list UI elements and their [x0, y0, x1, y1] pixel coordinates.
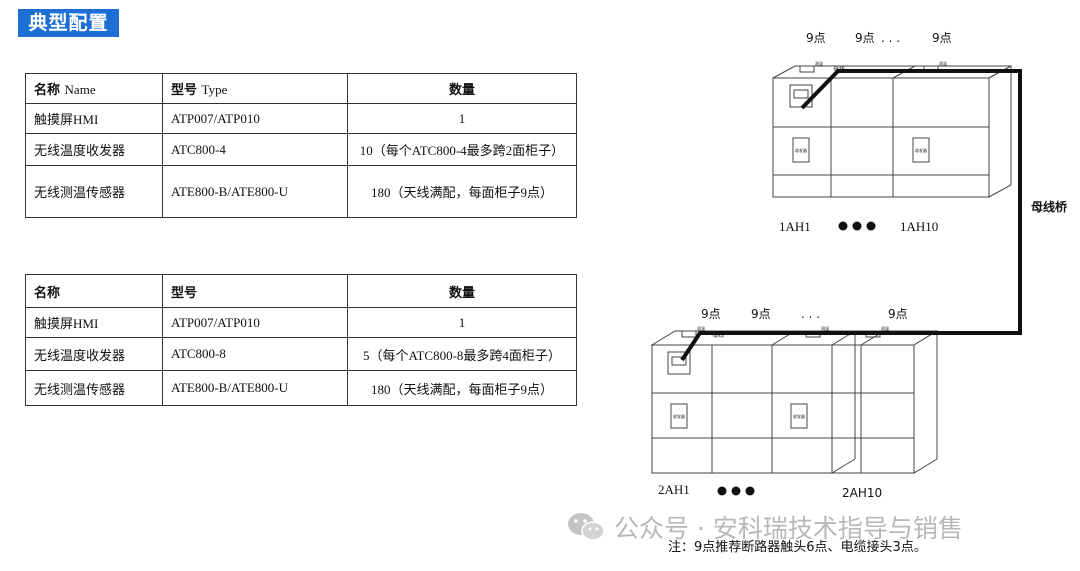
tag-label: 测温 — [697, 325, 705, 331]
table-row: 无线测温传感器 ATE800-B/ATE800-U 180（天线满配，每面柜子9… — [25, 165, 577, 218]
config-table-1: 名称 Name 型号 Type 数量 触摸屏HMI ATP007/ATP010 … — [25, 73, 577, 218]
cell-name: 无线测温传感器 — [25, 370, 163, 406]
table-row: 无线温度收发器 ATC800-8 5（每个ATC800-8最多跨4面柜子） — [25, 337, 577, 371]
point-label: 9点 — [932, 31, 952, 45]
cell-name: 无线测温传感器 — [25, 165, 163, 218]
tag-label: 测温 — [821, 325, 829, 331]
cabinet-label: 1AH10 — [900, 219, 938, 234]
table-header-row: 名称 Name 型号 Type 数量 — [25, 73, 577, 104]
tag-label: 测温 — [939, 60, 947, 66]
point-label: 9点 — [806, 31, 826, 45]
config-table-2: 名称 型号 数量 触摸屏HMI ATP007/ATP010 1 无线温度收发器 … — [25, 274, 577, 406]
table-row: 无线温度收发器 ATC800-4 10（每个ATC800-4最多跨2面柜子） — [25, 133, 577, 166]
ellipsis-dot — [838, 221, 848, 231]
cell-name: 无线温度收发器 — [25, 337, 163, 371]
device-label: 收发器 — [915, 147, 927, 153]
table-header-row: 名称 型号 数量 — [25, 274, 577, 308]
bridge-label: 母线桥 — [1031, 199, 1068, 214]
point-label: 9点 — [751, 307, 771, 321]
footnote: 注：9点推荐断路器触头6点、电缆接头3点。 — [668, 540, 927, 555]
cell-type: ATE800-B/ATE800-U — [162, 165, 348, 218]
table-row: 无线测温传感器 ATE800-B/ATE800-U 180（天线满配，每面柜子9… — [25, 370, 577, 406]
upper-cabinet-row — [772, 65, 1012, 198]
ellipsis-dot — [745, 486, 755, 496]
cabinet-label: 1AH1 — [779, 219, 811, 234]
busbar-bridge-line — [680, 69, 1022, 362]
header-name: 名称 — [25, 274, 163, 308]
header-quantity: 数量 — [347, 274, 577, 308]
lower-row-text: 9点 9点 . . . 9点 2AH1 2AH10 母线 测温 测温 测温 收发… — [658, 307, 908, 500]
header-quantity: 数量 — [347, 73, 577, 104]
ellipsis-dot — [866, 221, 876, 231]
cell-quantity: 180（天线满配，每面柜子9点） — [347, 370, 577, 406]
cell-quantity: 10（每个ATC800-4最多跨2面柜子） — [347, 133, 577, 166]
tag-label: 测温 — [815, 60, 823, 66]
ellipsis-dot — [717, 486, 727, 496]
cell-quantity: 180（天线满配，每面柜子9点） — [347, 165, 577, 218]
point-label: 9点 — [888, 307, 908, 321]
point-label: 9点 — [701, 307, 721, 321]
ellipsis-dot — [852, 221, 862, 231]
device-label: 收发器 — [673, 413, 685, 419]
cell-quantity: 5（每个ATC800-8最多跨4面柜子） — [347, 337, 577, 371]
lower-cabinet-row — [650, 330, 939, 474]
section-title: 典型配置 — [18, 9, 119, 37]
upper-row-text: 9点 9点 . . . 9点 1AH1 1AH10 母线 测温 测温 收发器 收… — [779, 31, 952, 234]
device-label: 收发器 — [795, 147, 807, 153]
cell-name: 触摸屏HMI — [25, 103, 163, 134]
watermark-text: 公众号 · 安科瑞技术指导与销售 — [614, 514, 963, 543]
point-label: 9点 — [855, 31, 875, 45]
header-type: 型号 — [162, 274, 348, 308]
point-label: . . . — [881, 31, 900, 45]
ellipsis-dot — [731, 486, 741, 496]
tag-label: 测温 — [881, 325, 889, 331]
header-type: 型号 Type — [162, 73, 348, 104]
cell-type: ATC800-8 — [162, 337, 348, 371]
cell-name: 无线温度收发器 — [25, 133, 163, 166]
watermark: 公众号 · 安科瑞技术指导与销售 — [566, 510, 963, 544]
cabinet-label: 2AH10 — [842, 486, 882, 500]
cell-type: ATP007/ATP010 — [162, 103, 348, 134]
cabinet-label: 2AH1 — [658, 482, 690, 497]
point-label: . . . — [801, 307, 820, 321]
device-label: 收发器 — [793, 413, 805, 419]
wechat-icon — [568, 513, 605, 541]
